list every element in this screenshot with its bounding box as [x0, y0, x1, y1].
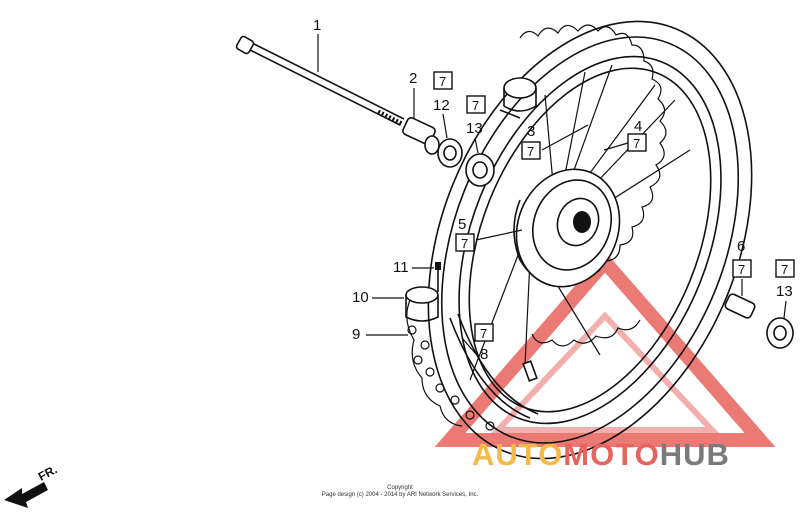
copyright-title: Copyright [387, 485, 413, 491]
watermark-triangle-logo [434, 251, 776, 447]
watermark-part-hub: HUB [659, 437, 730, 472]
svg-text:7: 7 [527, 144, 534, 159]
callout-2: 2 [409, 70, 417, 87]
svg-text:7: 7 [738, 262, 745, 277]
watermark-part-moto: MOTO [563, 437, 660, 472]
ref-box-near-4: 7 [627, 133, 647, 152]
spoke-8-part [449, 313, 539, 419]
svg-text:7: 7 [480, 326, 487, 341]
reference-boxes: 7 7 7 7 7 7 7 7 [433, 71, 795, 342]
callout-1: 1 [313, 17, 321, 34]
bearing-12-part [437, 138, 463, 168]
collar-part [402, 117, 440, 155]
callout-11: 11 [393, 259, 409, 276]
svg-text:7: 7 [781, 262, 788, 277]
callouts: 1 2 12 13 3 4 5 6 13 11 10 9 8 [313, 17, 793, 363]
axle-part [235, 35, 405, 127]
callout-12: 12 [433, 97, 450, 114]
svg-text:7: 7 [633, 136, 640, 151]
callout-13-right: 13 [776, 283, 793, 300]
callout-8: 8 [480, 346, 488, 363]
callout-10: 10 [352, 289, 369, 306]
ref-box-near-8: 7 [474, 323, 494, 342]
ref-box-near-13-right: 7 [775, 259, 795, 278]
ref-box-near-13: 7 [466, 95, 486, 114]
rim-band-10-part [405, 286, 439, 322]
front-direction-arrow-icon [4, 482, 48, 508]
watermark-part-auto: AUTO [472, 437, 564, 472]
callout-4: 4 [634, 118, 642, 135]
svg-text:7: 7 [472, 98, 479, 113]
svg-text:7: 7 [461, 236, 468, 251]
spacer-6-part [724, 293, 756, 319]
copyright-line: Page design (c) 2004 - 2014 by ARI Netwo… [321, 492, 479, 498]
front-wheel-drawing [406, 20, 753, 460]
callout-5: 5 [458, 216, 466, 233]
callout-13: 13 [466, 120, 483, 137]
callout-9: 9 [352, 326, 360, 343]
callout-6: 6 [737, 238, 745, 255]
valve-11-part [435, 262, 441, 292]
svg-text:7: 7 [439, 74, 446, 89]
watermark-brand-text: AUTOMOTOHUB [472, 437, 730, 473]
ref-box-near-6: 7 [732, 259, 752, 278]
ref-box-near-5: 7 [455, 233, 475, 252]
ref-box-near-12: 7 [433, 71, 453, 90]
dust-seal-13-part [465, 153, 495, 187]
tire-9-section [407, 325, 495, 431]
ref-box-near-3: 7 [521, 141, 541, 160]
callout-3: 3 [527, 123, 535, 140]
dust-seal-13-right-part [766, 317, 794, 349]
